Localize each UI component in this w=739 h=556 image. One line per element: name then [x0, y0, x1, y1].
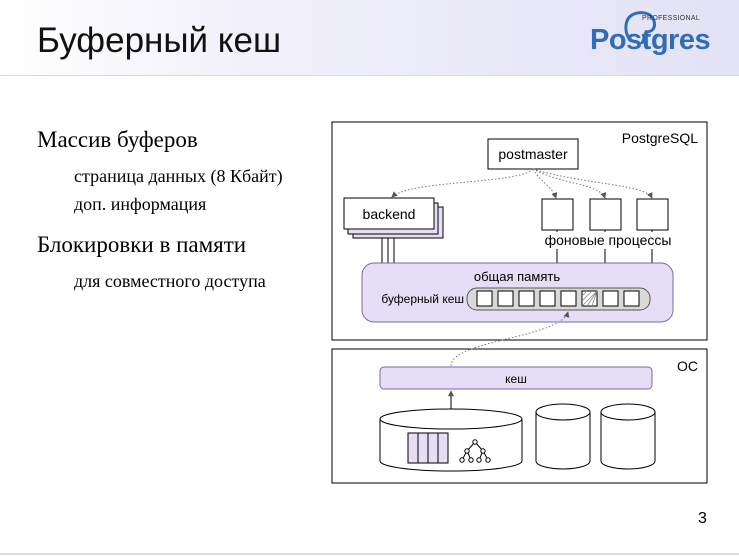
- buffer-cache-label: буферный кеш: [381, 292, 464, 306]
- index-tree-icon: [459, 439, 491, 463]
- main-disk: [379, 408, 523, 472]
- buffer-slot: [497, 290, 514, 307]
- postmaster-label: postmaster: [498, 146, 568, 162]
- postgres-pro-logo: PROFESSIONAL Postgres: [588, 10, 716, 66]
- sub-bullet-extra-info: доп. информация: [74, 194, 207, 214]
- buffer-slot: [623, 290, 640, 307]
- postgresql-label: PostgreSQL: [622, 130, 698, 146]
- cache-to-buffer-arrow: [450, 311, 570, 367]
- os-cache-label: кеш: [505, 372, 527, 386]
- backend-box: [343, 197, 435, 230]
- buffer-slot-hatch: [586, 290, 598, 307]
- buffer-slot-hatch: [591, 290, 598, 307]
- slide-bottom-border: [0, 553, 739, 555]
- label-backdrop: [540, 232, 675, 249]
- header-band: [0, 0, 739, 76]
- buffer-slot: [560, 290, 577, 307]
- disk-3: [600, 403, 656, 470]
- disk-2: [535, 403, 591, 470]
- table-file-icon: [407, 432, 449, 464]
- sub-bullet-data-page: страница данных (8 Кбайт): [74, 166, 283, 186]
- buffer-slot: [602, 290, 619, 307]
- logo-professional-text: PROFESSIONAL: [642, 15, 701, 22]
- buffer-slot: [539, 290, 556, 307]
- buffer-slot-hatch: [581, 290, 593, 302]
- slide-title: Буферный кеш: [37, 21, 282, 60]
- shared-memory-label: общая память: [474, 269, 560, 284]
- bullet-memory-locks: Блокировки в памяти: [37, 232, 247, 257]
- buffer-slots: [476, 290, 640, 307]
- logo-wordmark: Postgres: [590, 24, 711, 56]
- buffer-slot: [518, 290, 535, 307]
- buffer-cache-strip: [466, 287, 651, 311]
- elephant-icon: [624, 11, 656, 44]
- page-number: 3: [698, 510, 707, 527]
- buffer-slot-hatch: [581, 290, 588, 297]
- backend-links: [381, 238, 395, 264]
- background-processes-label: фоновые процессы: [545, 232, 672, 248]
- background-processes: [541, 198, 669, 264]
- buffer-slot: [476, 290, 493, 307]
- buffer-slot-hatch: [581, 290, 598, 307]
- backend-stack: backend: [343, 197, 444, 239]
- os-label: ОС: [677, 358, 698, 374]
- os-cache-box: [379, 366, 653, 390]
- bullet-buffer-array: Массив буферов: [37, 127, 198, 152]
- sub-bullet-shared-access: для совместного доступа: [74, 271, 266, 291]
- spawn-lines: [391, 168, 653, 199]
- backend-label: backend: [363, 206, 416, 222]
